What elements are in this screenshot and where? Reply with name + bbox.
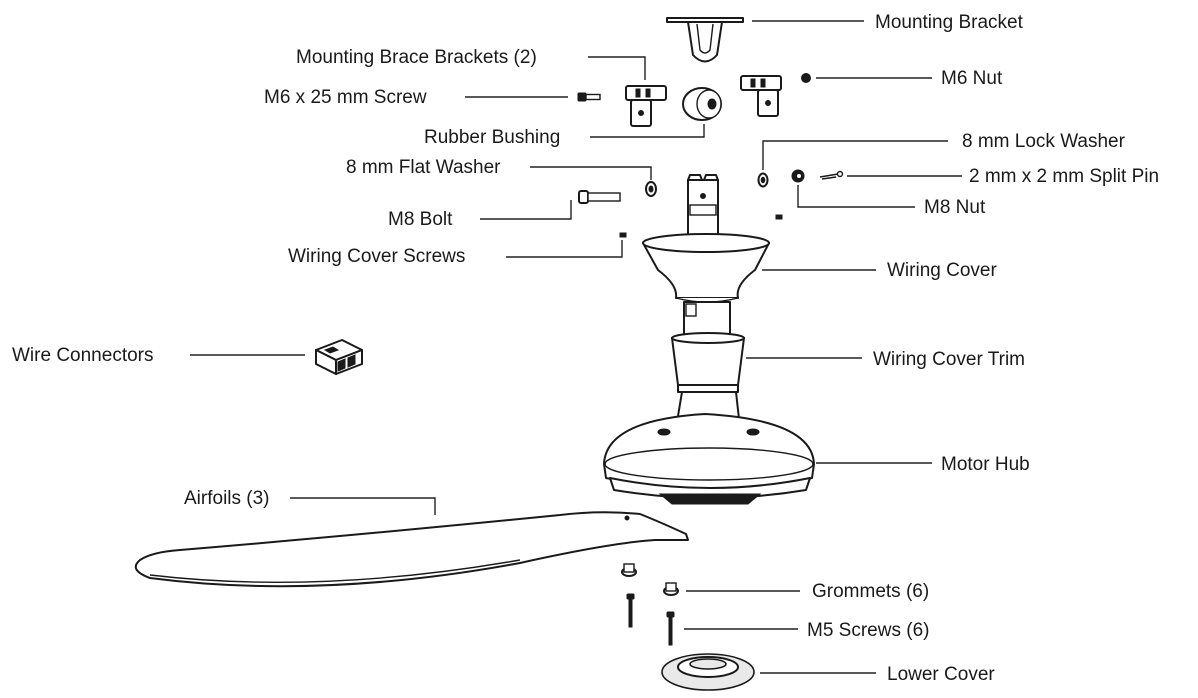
wire-connectors-part [315, 339, 363, 375]
wiring-cover-trim-part [671, 332, 745, 393]
label-rubber-bushing: Rubber Bushing [424, 127, 560, 148]
wiring-cover-screw-part [619, 232, 627, 238]
rubber-bushing-part [682, 87, 722, 121]
wiring-cover-screw-part-2 [775, 214, 783, 220]
split-pin-part [819, 170, 844, 180]
label-wiring-cover-screws: Wiring Cover Screws [288, 246, 465, 267]
label-m6-screw: M6 x 25 mm Screw [264, 87, 427, 108]
downrod-part [687, 174, 719, 239]
m6-screw-part [577, 92, 601, 102]
airfoil-part [134, 511, 689, 588]
label-m6-nut: M6 Nut [941, 68, 1003, 89]
mounting-bracket-part [666, 17, 744, 63]
label-mounting-brace-brackets: Mounting Brace Brackets (2) [296, 47, 537, 68]
label-m5-screws: M5 Screws (6) [807, 620, 929, 641]
m6-nut-part [801, 73, 811, 83]
label-wire-connectors: Wire Connectors [12, 345, 154, 366]
label-wiring-cover-trim: Wiring Cover Trim [873, 349, 1025, 370]
label-m8-bolt: M8 Bolt [388, 209, 453, 230]
mounting-brace-bracket-left [625, 85, 667, 127]
label-m8-nut: M8 Nut [924, 197, 986, 218]
label-flat-washer: 8 mm Flat Washer [346, 157, 501, 178]
downrod-collar-part [685, 303, 697, 317]
label-split-pin: 2 mm x 2 mm Split Pin [969, 166, 1159, 187]
grommet-part-2 [663, 582, 679, 596]
flat-washer-part [645, 181, 657, 197]
m5-screw-part-1 [626, 593, 635, 628]
wiring-cover-part [642, 233, 770, 303]
lock-washer-part [757, 172, 769, 188]
label-airfoils: Airfoils (3) [184, 488, 270, 509]
m5-screw-part-2 [666, 611, 675, 646]
label-grommets: Grommets (6) [812, 581, 929, 602]
grommet-part-1 [621, 563, 637, 577]
label-lower-cover: Lower Cover [887, 664, 995, 685]
label-motor-hub: Motor Hub [941, 454, 1030, 475]
m8-bolt-part [578, 190, 621, 204]
label-mounting-bracket: Mounting Bracket [875, 12, 1024, 33]
label-wiring-cover: Wiring Cover [887, 260, 997, 281]
m8-nut-part [791, 169, 805, 183]
leader-lines [190, 20, 962, 674]
label-lock-washer: 8 mm Lock Washer [962, 131, 1126, 152]
motor-hub-part [603, 413, 815, 505]
mounting-brace-bracket-right [740, 75, 782, 117]
lower-cover-part [661, 653, 755, 691]
